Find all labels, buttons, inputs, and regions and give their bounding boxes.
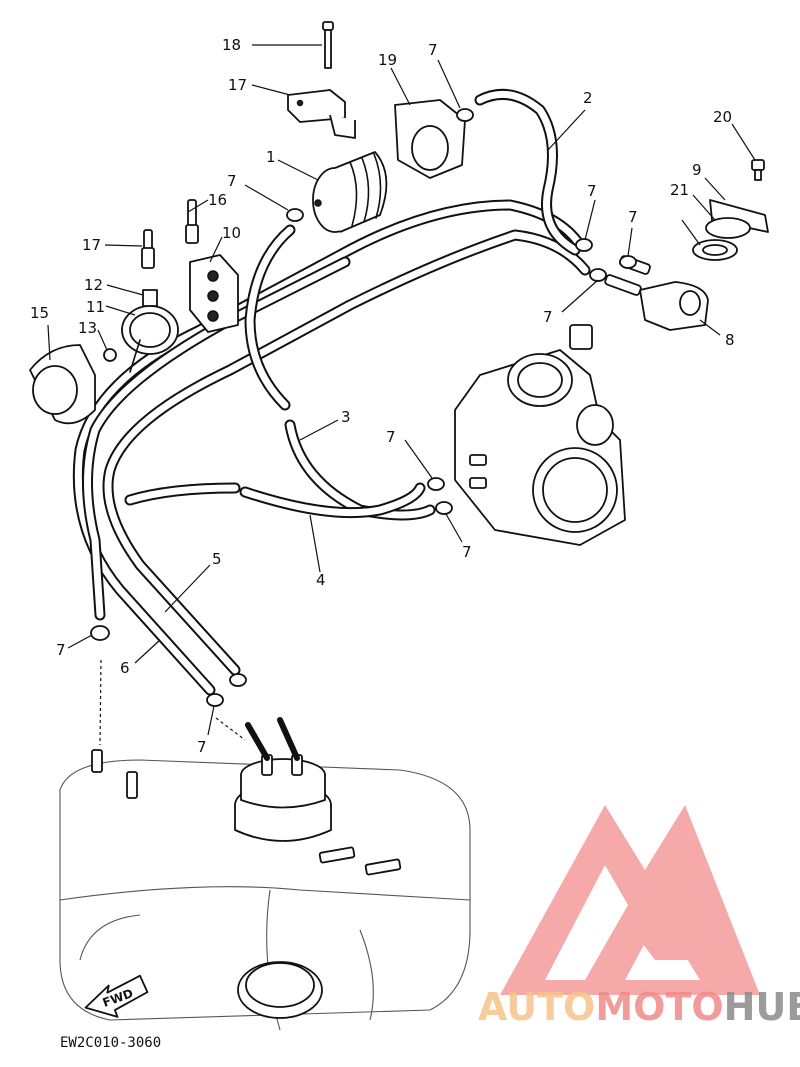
part-number-labels: 18 17 19 7 2 20 1 9 7 21 7 16 7 10 17 12… (30, 36, 735, 756)
mounting-bracket (287, 89, 356, 139)
leader-lines (47, 44, 756, 746)
filter-cap (29, 344, 96, 425)
fuel-cock (604, 255, 709, 331)
watermark-text: AUTOMOTOHUB (478, 985, 800, 1029)
fuel-tank (59, 717, 471, 1031)
label-1: 1 (266, 148, 276, 166)
label-4: 4 (316, 571, 326, 589)
fuel-hoses (72, 88, 591, 696)
label-7e: 7 (543, 308, 553, 326)
label-12: 12 (84, 276, 103, 294)
label-5: 5 (212, 550, 222, 568)
label-16: 19 (378, 51, 397, 69)
label-7b: 7 (227, 172, 237, 190)
label-13: 13 (78, 319, 97, 337)
label-7g: 7 (462, 543, 472, 561)
label-3: 3 (341, 408, 351, 426)
label-7d: 7 (628, 208, 638, 226)
label-9: 9 (692, 161, 702, 179)
diagram-code: EW2C010-3060 (60, 1035, 161, 1051)
label-6: 6 (120, 659, 130, 677)
hose-clamps (90, 108, 637, 707)
label-7h: 7 (56, 641, 66, 659)
watermark-logo-icon (500, 805, 760, 995)
label-18: 15 (30, 304, 49, 322)
label-7c: 7 (587, 182, 597, 200)
label-2: 2 (583, 89, 593, 107)
label-11: 11 (86, 298, 105, 316)
forward-arrow: FWD (84, 974, 149, 1018)
bolt (322, 21, 334, 69)
label-15: 18 (222, 36, 241, 54)
label-7i: 7 (197, 738, 207, 756)
label-20: 21 (670, 181, 689, 199)
label-8: 8 (725, 331, 735, 349)
label-10: 10 (222, 224, 241, 242)
nut (103, 348, 117, 362)
watermark-part-moto: MOTO (595, 985, 723, 1029)
watermark-part-hub: HUB (724, 985, 800, 1029)
label-19: 20 (713, 108, 732, 126)
fuel-filter (312, 151, 388, 233)
hose-holder (189, 254, 239, 333)
carburetor (454, 324, 626, 546)
svg-text:AUTOMOTOHUB: AUTOMOTOHUB (478, 985, 800, 1029)
label-7a: 7 (428, 41, 438, 59)
label-17a: 16 (208, 191, 227, 209)
label-7f: 7 (386, 428, 396, 446)
label-14: 17 (228, 76, 247, 94)
label-17b: 17 (82, 236, 101, 254)
filter-bracket (394, 99, 466, 179)
cock-hardware (692, 159, 769, 261)
screws (141, 199, 199, 269)
watermark-part-auto: AUTO (478, 985, 595, 1029)
clamp-band (121, 289, 179, 373)
